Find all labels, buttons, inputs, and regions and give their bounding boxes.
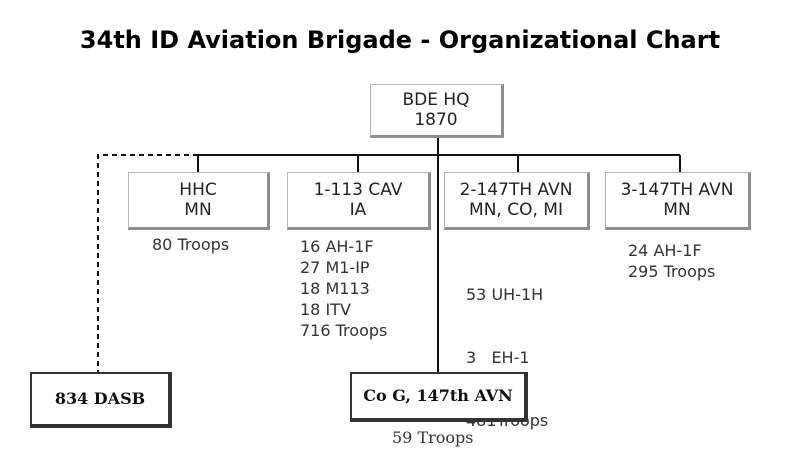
hhc-notes: 80 Troops [152, 234, 229, 255]
bde-hq-name: BDE HQ [402, 90, 470, 110]
hhc-box: HHC MN [128, 172, 270, 230]
note-line: 3 EH-1 [466, 348, 530, 367]
avn3-state: MN [663, 200, 691, 220]
cav-notes: 16 AH-1F 27 M1-IP 18 M113 18 ITV 716 Tro… [300, 236, 387, 341]
avn3-notes: 24 AH-1F 295 Troops [628, 240, 715, 282]
dasb-name: 834 DASB [54, 389, 146, 408]
cav-name: 1-113 CAV [313, 180, 403, 200]
note-line: 295 Troops [628, 262, 716, 281]
hhc-state: MN [184, 200, 212, 220]
avn2-state: MN, CO, MI [469, 200, 563, 220]
note-line: 27 M1-IP [300, 258, 370, 277]
chart-title: 34th ID Aviation Brigade - Organizationa… [79, 26, 721, 54]
cog-note: 59 Troops [392, 428, 474, 447]
bde-hq-strength: 1870 [414, 110, 458, 130]
cog-name: Co G, 147th AVN [363, 386, 513, 405]
note-line: 716 Troops [300, 321, 388, 340]
cog-box: Co G, 147th AVN [350, 372, 528, 422]
avn2-box: 2-147TH AVN MN, CO, MI [444, 172, 590, 230]
avn2-name: 2-147TH AVN [459, 180, 573, 200]
cav-box: 1-113 CAV IA [287, 172, 431, 230]
avn3-name: 3-147TH AVN [620, 180, 734, 200]
dasb-dashed-connector [97, 154, 198, 372]
note-line: 24 AH-1F [628, 241, 702, 260]
note-line: 16 AH-1F [300, 237, 374, 256]
note-line: 53 UH-1H [466, 285, 544, 304]
avn3-box: 3-147TH AVN MN [605, 172, 751, 230]
note-line: 18 ITV [300, 300, 351, 319]
avn2-notes: 53 UH-1H 3 EH-1 481Troops [466, 242, 548, 452]
note-line: 80 Troops [152, 235, 230, 254]
dasb-box: 834 DASB [30, 372, 172, 428]
hhc-name: HHC [179, 180, 217, 200]
note-line: 18 M113 [300, 279, 370, 298]
bde-hq-box: BDE HQ 1870 [370, 84, 504, 138]
cav-state: IA [349, 200, 367, 220]
